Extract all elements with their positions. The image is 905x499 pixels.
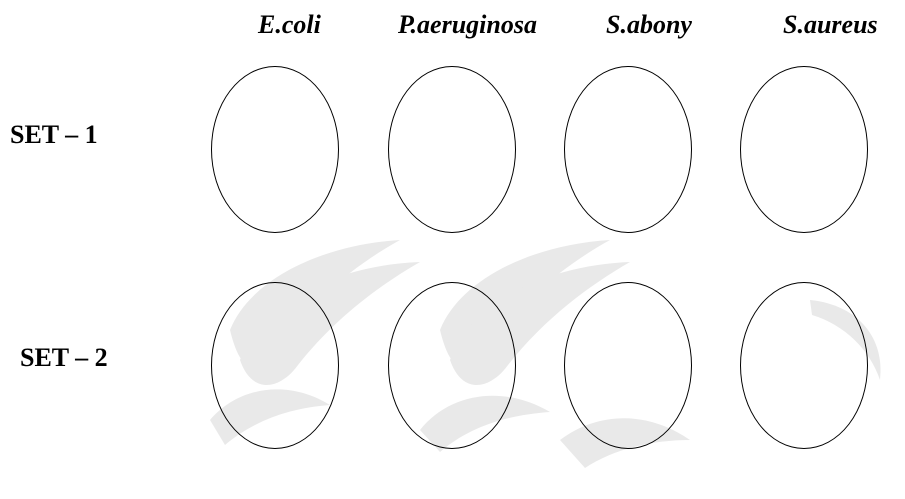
column-header-ecoli: E.coli xyxy=(258,10,321,39)
plate-set2-sabony xyxy=(564,282,692,449)
plate-set1-sabony xyxy=(564,66,692,233)
plate-set1-paeruginosa xyxy=(388,66,516,233)
column-header-saureus: S.aureus xyxy=(783,10,878,39)
row-label-set-2: SET – 2 xyxy=(20,343,108,372)
plate-set2-ecoli xyxy=(211,282,339,449)
plate-set1-saureus xyxy=(740,66,868,233)
column-header-paeruginosa: P.aeruginosa xyxy=(398,10,537,39)
plate-set2-paeruginosa xyxy=(388,282,516,449)
plate-set1-ecoli xyxy=(211,66,339,233)
column-header-sabony: S.abony xyxy=(606,10,692,39)
row-label-set-1: SET – 1 xyxy=(10,120,98,149)
plate-set2-saureus xyxy=(740,282,868,449)
